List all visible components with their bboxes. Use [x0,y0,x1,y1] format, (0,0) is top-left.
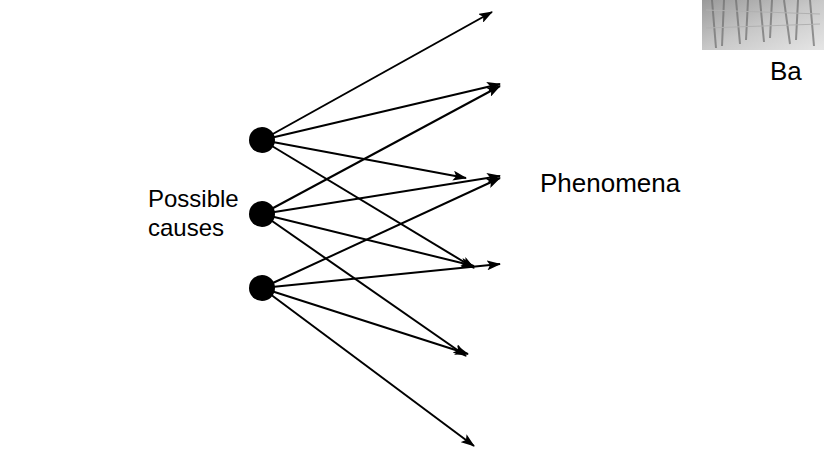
cropped-label: Ba [770,56,820,87]
causal-arrows [262,12,500,446]
cause-dots [249,127,275,301]
causes-label: Possible causes [148,185,244,243]
photo-fragment [702,0,824,50]
phenomena-label: Phenomena [540,168,740,199]
